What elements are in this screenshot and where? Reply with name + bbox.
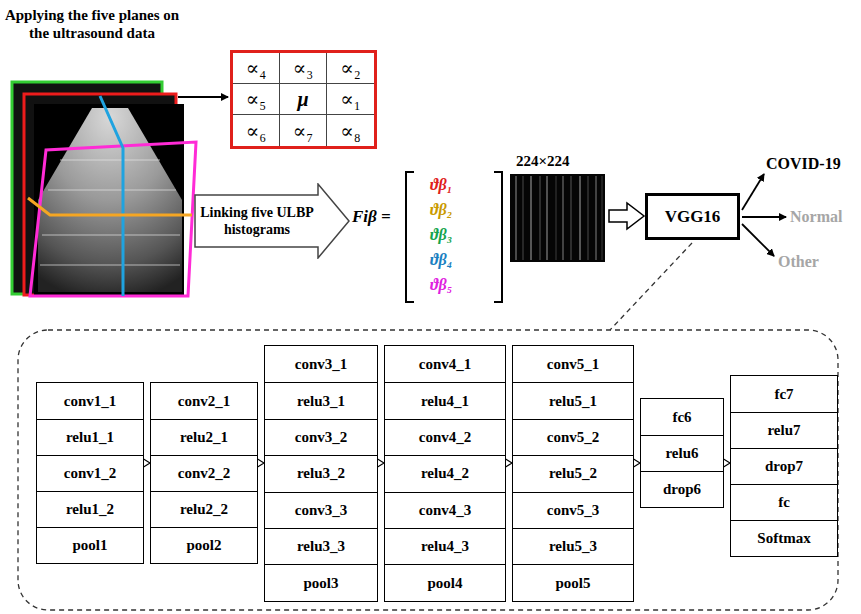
layer-cell: conv2_1 — [151, 383, 257, 419]
layer-stack: conv2_1relu2_1conv2_2relu2_2pool2 — [150, 382, 258, 564]
process-arrow: Linking five ULBP histograms — [194, 183, 350, 259]
layer-cell: relu3_2 — [265, 455, 377, 491]
vector-entry: ϑβ₄ — [430, 250, 452, 269]
layer-cell: relu4_1 — [385, 382, 505, 418]
model-box: VGG16 — [645, 193, 740, 240]
layer-cell: conv5_3 — [513, 492, 633, 528]
layer-cell: fc — [731, 484, 837, 520]
layer-cell: relu2_2 — [151, 491, 257, 527]
layer-cell: fc7 — [731, 376, 837, 412]
layer-cell: conv1_1 — [37, 383, 143, 419]
layer-cell: relu7 — [731, 412, 837, 448]
layer-cell: conv5_1 — [513, 346, 633, 382]
layer-cell: pool4 — [385, 564, 505, 600]
vector-bracket — [406, 172, 502, 302]
layer-cell: relu3_3 — [265, 528, 377, 564]
layer-cell: relu4_3 — [385, 528, 505, 564]
grid-cell: ∝₄ — [233, 53, 280, 84]
layer-cell: relu1_1 — [37, 419, 143, 455]
hollow-arrow — [609, 203, 644, 229]
grid-cell: ∝₅ — [233, 84, 280, 115]
class-label: Other — [778, 252, 819, 271]
feature-image — [510, 174, 605, 262]
layer-cell: conv3_1 — [265, 346, 377, 382]
layer-cell: relu5_3 — [513, 528, 633, 564]
layer-cell: drop6 — [641, 471, 723, 507]
layer-stack: conv3_1relu3_1conv3_2relu3_2conv3_3relu3… — [264, 345, 378, 602]
layer-cell: drop7 — [731, 448, 837, 484]
layer-cell: conv3_2 — [265, 419, 377, 455]
layer-stack: fc6relu6drop6 — [640, 398, 724, 508]
ultrasound-stack — [12, 82, 196, 296]
grid-cell: ∝₁ — [327, 84, 374, 115]
layer-cell: conv5_2 — [513, 419, 633, 455]
layer-cell: relu5_1 — [513, 382, 633, 418]
grid-cell: ∝₇ — [280, 115, 327, 146]
grid-cell: ∝₃ — [280, 53, 327, 84]
vector-entry: ϑβ₃ — [430, 225, 452, 244]
layer-cell: conv1_2 — [37, 455, 143, 491]
grid-cell: μ — [280, 84, 327, 115]
layer-cell: relu3_1 — [265, 382, 377, 418]
grid-cell: ∝₈ — [327, 115, 374, 146]
layer-cell: pool2 — [151, 527, 257, 563]
layer-cell: Softmax — [731, 520, 837, 556]
grid-cell: ∝₆ — [233, 115, 280, 146]
layer-cell: relu5_2 — [513, 455, 633, 491]
layer-stack: conv5_1relu5_1conv5_2relu5_2conv5_3relu5… — [512, 345, 634, 602]
vector-entry: ϑβ₁ — [430, 175, 452, 194]
grid-cell: ∝₂ — [327, 53, 374, 84]
layer-cell: relu1_2 — [37, 491, 143, 527]
layer-cell: relu2_1 — [151, 419, 257, 455]
arrow-shape — [194, 183, 350, 259]
box-text: VGG16 — [665, 207, 721, 227]
layer-cell: conv2_2 — [151, 455, 257, 491]
layer-cell: conv3_3 — [265, 492, 377, 528]
layer-stack: fc7relu7drop7fcSoftmax — [730, 375, 838, 557]
layer-stack: conv4_1relu4_1conv4_2relu4_2conv4_3relu4… — [384, 345, 506, 602]
class-label: Normal — [790, 207, 842, 226]
expansion-outline — [18, 243, 838, 610]
output-arrows — [742, 174, 786, 256]
layer-cell: fc6 — [641, 399, 723, 435]
heading-label: Applying the five planes on the ultrasou… — [4, 6, 180, 42]
layer-cell: conv4_3 — [385, 492, 505, 528]
class-label: COVID-19 — [766, 154, 841, 173]
arrow-text: Linking five ULBP histograms — [197, 195, 317, 247]
size-label: 224×224 — [516, 152, 570, 170]
layer-cell: relu6 — [641, 435, 723, 471]
layer-cell: pool1 — [37, 527, 143, 563]
vector-entry: ϑβ₅ — [430, 275, 452, 294]
layer-cell: pool5 — [513, 564, 633, 600]
layer-stack: conv1_1relu1_1conv1_2relu1_2pool1 — [36, 382, 144, 564]
layer-cell: conv4_1 — [385, 346, 505, 382]
formula-label: Fiβ = — [352, 207, 391, 227]
layer-cell: pool3 — [265, 564, 377, 600]
kernel-grid: ∝₄∝₃∝₂ ∝₅μ∝₁ ∝₆∝₇∝₈ — [230, 50, 377, 149]
layer-cell: relu4_2 — [385, 455, 505, 491]
leader-arrow — [178, 96, 228, 98]
layer-cell: conv4_2 — [385, 419, 505, 455]
vector-entry: ϑβ₂ — [430, 200, 452, 219]
